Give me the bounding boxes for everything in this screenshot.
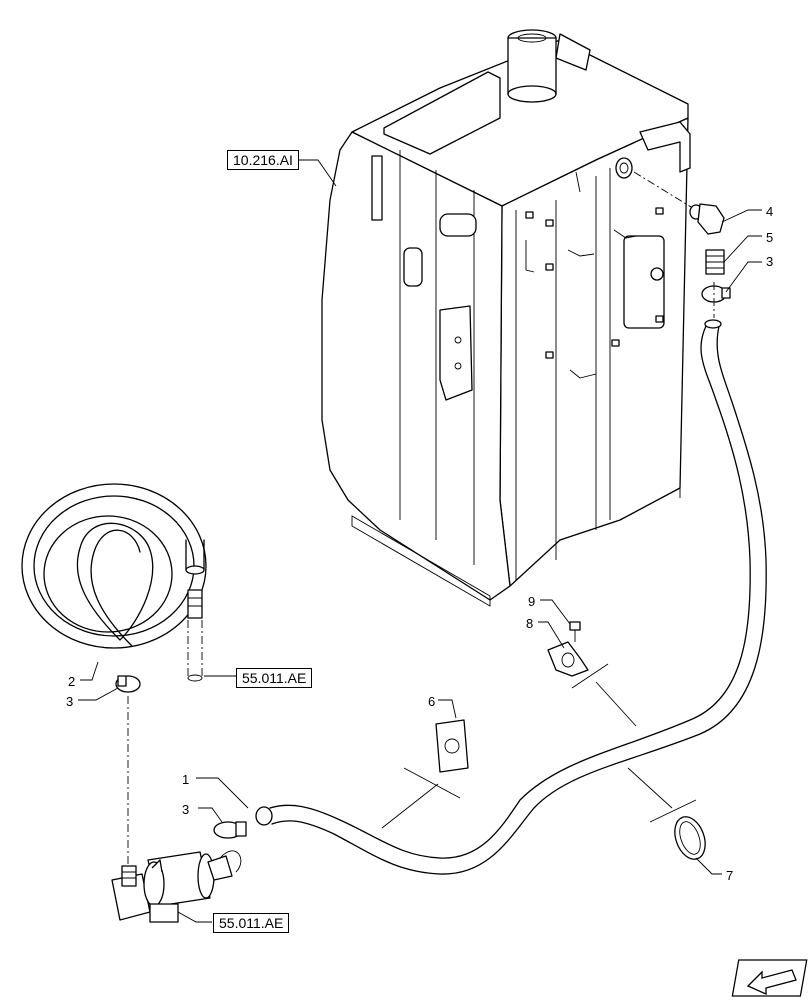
fuel-pump <box>111 850 242 923</box>
part-6-plate <box>435 719 469 773</box>
part-7-seal <box>674 816 706 860</box>
callout-3-left: 3 <box>66 694 73 709</box>
callout-1: 1 <box>182 772 189 787</box>
hose-reference-box[interactable]: 55.011.AE <box>236 668 313 688</box>
part-5-adapter <box>705 249 725 275</box>
callout-8: 8 <box>526 616 533 631</box>
pump-reference-box[interactable]: 55.011.AE <box>213 913 290 933</box>
callout-9: 9 <box>528 594 535 609</box>
callout-6: 6 <box>428 694 435 709</box>
part-9-bolt <box>569 621 581 642</box>
fuel-tank <box>321 29 691 607</box>
arrow-left-icon[interactable] <box>731 959 808 997</box>
part-8-clip <box>547 641 589 677</box>
callout-7: 7 <box>726 868 733 883</box>
part-4-elbow-fitting <box>633 171 725 235</box>
callout-3-lower: 3 <box>182 802 189 817</box>
callout-2: 2 <box>68 674 75 689</box>
part-3-clamp-upper <box>701 285 731 303</box>
part-1-hose <box>255 319 767 875</box>
part-3-clamp-left <box>115 675 141 693</box>
callout-5: 5 <box>766 230 773 245</box>
part-2-coiled-hose <box>21 483 207 682</box>
callout-4: 4 <box>766 204 773 219</box>
callout-3-upper: 3 <box>766 254 773 269</box>
part-3-clamp-lower <box>213 821 247 839</box>
tank-reference-box[interactable]: 10.216.AI <box>227 150 299 170</box>
